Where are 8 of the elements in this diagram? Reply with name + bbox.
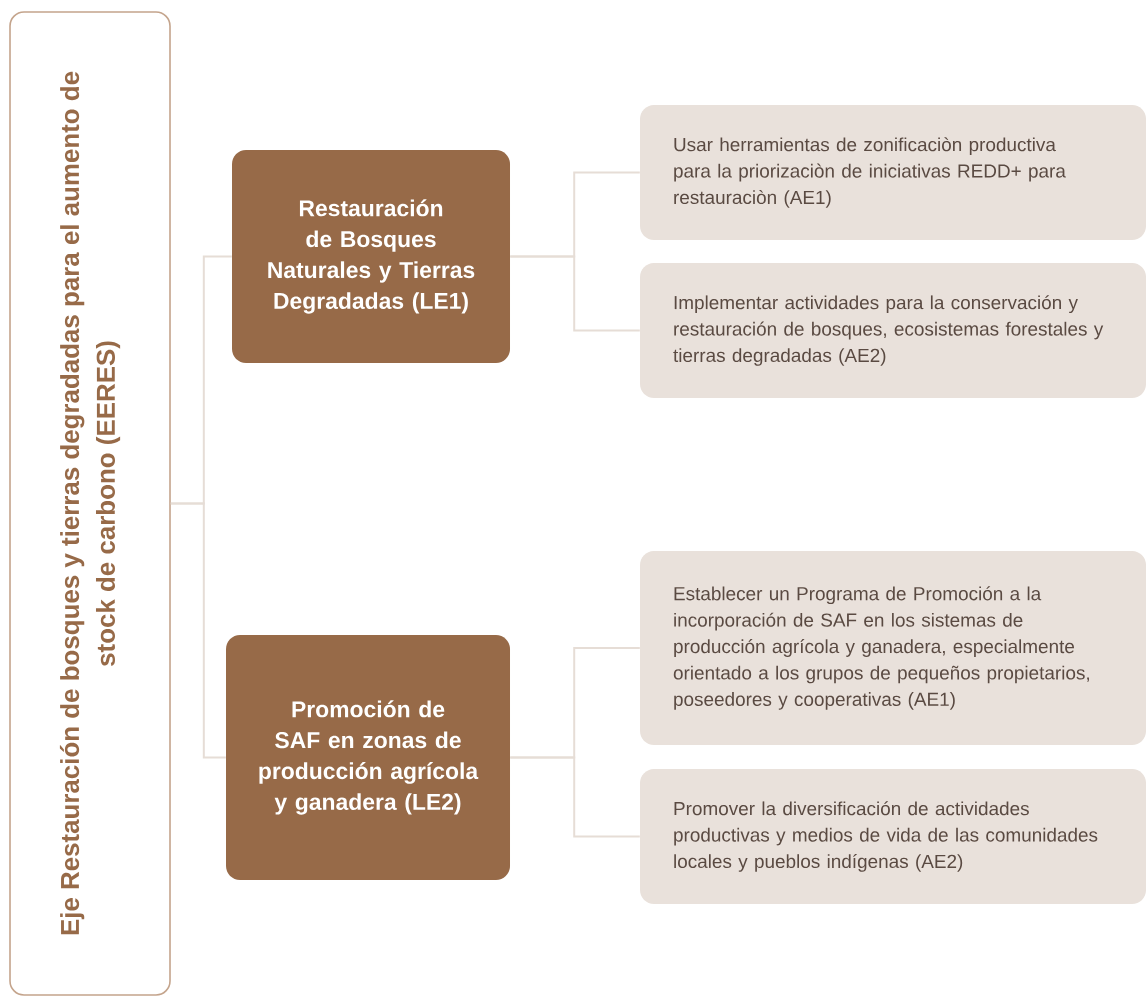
connector-line bbox=[509, 756, 641, 838]
action-box: Implementar actividades para la conservación y restauración de bosques, ecosistemas forestales y tierras degradadas (AE2) bbox=[640, 263, 1146, 398]
action-box: Usar herramientas de zonificaciòn productiva para la priorizaciòn de iniciativas REDD+ para restauraciòn (AE1) bbox=[640, 105, 1146, 240]
connector-line bbox=[169, 502, 227, 759]
action-box: Promover la diversificación de actividades productivas y medios de vida de las comunidades locales y pueblos indígenas (AE2) bbox=[640, 769, 1146, 904]
axis-box: Eje Restauración de bosques y tierras degradadas para el aumento de stock de carbono (EERES) bbox=[9, 11, 171, 996]
connector-line bbox=[509, 255, 641, 332]
action-box: Establecer un Programa de Promoción a la incorporación de SAF en los sistemas de producción agrícola y ganadera, especialmente orientado a los grupos de pequeños propietarios, poseedores y cooperativas (AE1) bbox=[640, 551, 1146, 745]
